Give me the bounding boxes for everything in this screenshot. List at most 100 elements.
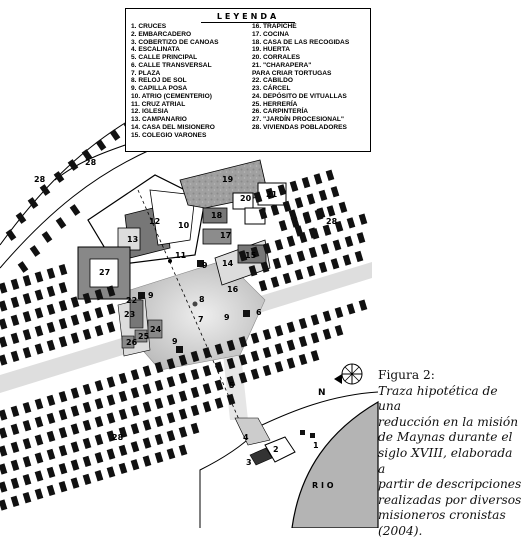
dwelling [166, 430, 176, 442]
dwelling [282, 272, 292, 285]
dwelling [260, 261, 270, 273]
dwelling [58, 282, 68, 294]
map-number-label: 9 [202, 261, 208, 270]
dwelling [286, 357, 296, 369]
dwelling [118, 444, 128, 457]
dwelling [58, 391, 68, 403]
caption-line: de Maynas durante el [378, 430, 513, 445]
dwelling [10, 278, 20, 290]
map-number-label: 2 [273, 445, 279, 454]
dwelling [166, 412, 176, 424]
dwelling [15, 212, 27, 224]
dwelling [10, 350, 20, 362]
dwelling [109, 129, 121, 141]
dwelling [118, 426, 128, 439]
dwelling [34, 289, 44, 301]
dwelling [82, 310, 92, 323]
dwelling [284, 254, 294, 266]
caption-line: reducción en la misión [378, 414, 519, 429]
atrio-area [149, 189, 196, 246]
map-number-label: 11 [175, 251, 187, 260]
dwelling [34, 271, 44, 283]
dwelling [70, 441, 80, 453]
dwelling [286, 235, 296, 247]
dwelling [289, 180, 299, 192]
capilla-posa-4 [138, 292, 145, 299]
dwelling [278, 219, 288, 232]
caption-heading: Figura 2: [378, 368, 435, 382]
dwelling [69, 204, 81, 216]
dwelling [106, 394, 116, 406]
map-number-label: 7 [198, 315, 204, 324]
dwelling [130, 441, 140, 453]
embarcadero [264, 436, 296, 463]
caption-line: realizadas por diversos [378, 492, 522, 507]
dwelling [342, 254, 352, 266]
cobertizo-canoas [249, 447, 273, 466]
dwelling [265, 187, 275, 200]
legend-item: 4. ESCALINATA [131, 46, 180, 54]
dwelling [70, 314, 80, 326]
dwelling [202, 347, 212, 359]
dwelling [270, 204, 280, 216]
map-number-label: 8 [199, 295, 205, 304]
dwelling [34, 488, 44, 500]
map-number-label: 12 [149, 217, 160, 226]
dwelling [322, 310, 332, 322]
map-number-label: 18 [211, 211, 223, 220]
dwelling [346, 303, 356, 315]
dwelling [106, 466, 116, 478]
legend-item: 6. CALLE TRANSVERSAL [131, 61, 212, 69]
dwelling [226, 375, 236, 388]
legend-title: LEYENDA [216, 12, 280, 21]
caption-line: misioneros cronistas [378, 508, 506, 523]
dwelling [286, 321, 296, 333]
cocina [202, 228, 232, 245]
map-number-label: 22 [126, 296, 137, 305]
dwelling [0, 499, 8, 511]
compass-icon [334, 363, 363, 385]
sun-dial [192, 301, 198, 307]
dwelling [82, 401, 92, 414]
legend-item: 11. CRUZ ATRIAL [131, 100, 186, 108]
map-number-label: 17 [220, 231, 231, 240]
mission-map: R I O [0, 119, 379, 528]
dwelling [10, 477, 20, 489]
dwelling [22, 275, 32, 287]
dwelling [34, 452, 44, 464]
map-number-label: 15 [245, 251, 257, 260]
legend-item: 23. CÁRCEL [252, 85, 291, 92]
dwelling [67, 159, 79, 171]
dwelling [338, 201, 348, 213]
dwelling [46, 466, 56, 479]
dwelling [106, 285, 116, 297]
dwelling [106, 412, 116, 424]
dwelling [10, 495, 20, 507]
dwelling [308, 227, 318, 239]
dwelling [154, 433, 164, 446]
dwelling [214, 397, 224, 409]
dwelling [94, 434, 104, 446]
legend-item: 15. COLEGIO VARONES [131, 131, 207, 139]
dwelling [82, 419, 92, 432]
legend-item: 9. CAPILLA POSA [131, 85, 188, 92]
dwelling [214, 379, 224, 391]
map-number-label: 28 [34, 175, 46, 184]
dwelling [326, 205, 336, 217]
dwelling [298, 335, 308, 348]
dwelling [130, 369, 140, 381]
legend-item: 3. COBERTIZO DE CANOAS [131, 38, 219, 46]
dwelling [17, 261, 29, 273]
legend-item: 25. HERRERÍA [252, 100, 298, 108]
map-number-label: 27 [99, 268, 110, 277]
dwelling [190, 350, 200, 363]
dwelling [34, 416, 44, 428]
road-left-inner [0, 149, 151, 269]
dwelling [22, 474, 32, 486]
dwelling [334, 324, 344, 337]
dwelling [94, 416, 104, 428]
dwelling [106, 448, 116, 460]
dwelling [82, 455, 92, 468]
carpinteria [121, 335, 135, 349]
